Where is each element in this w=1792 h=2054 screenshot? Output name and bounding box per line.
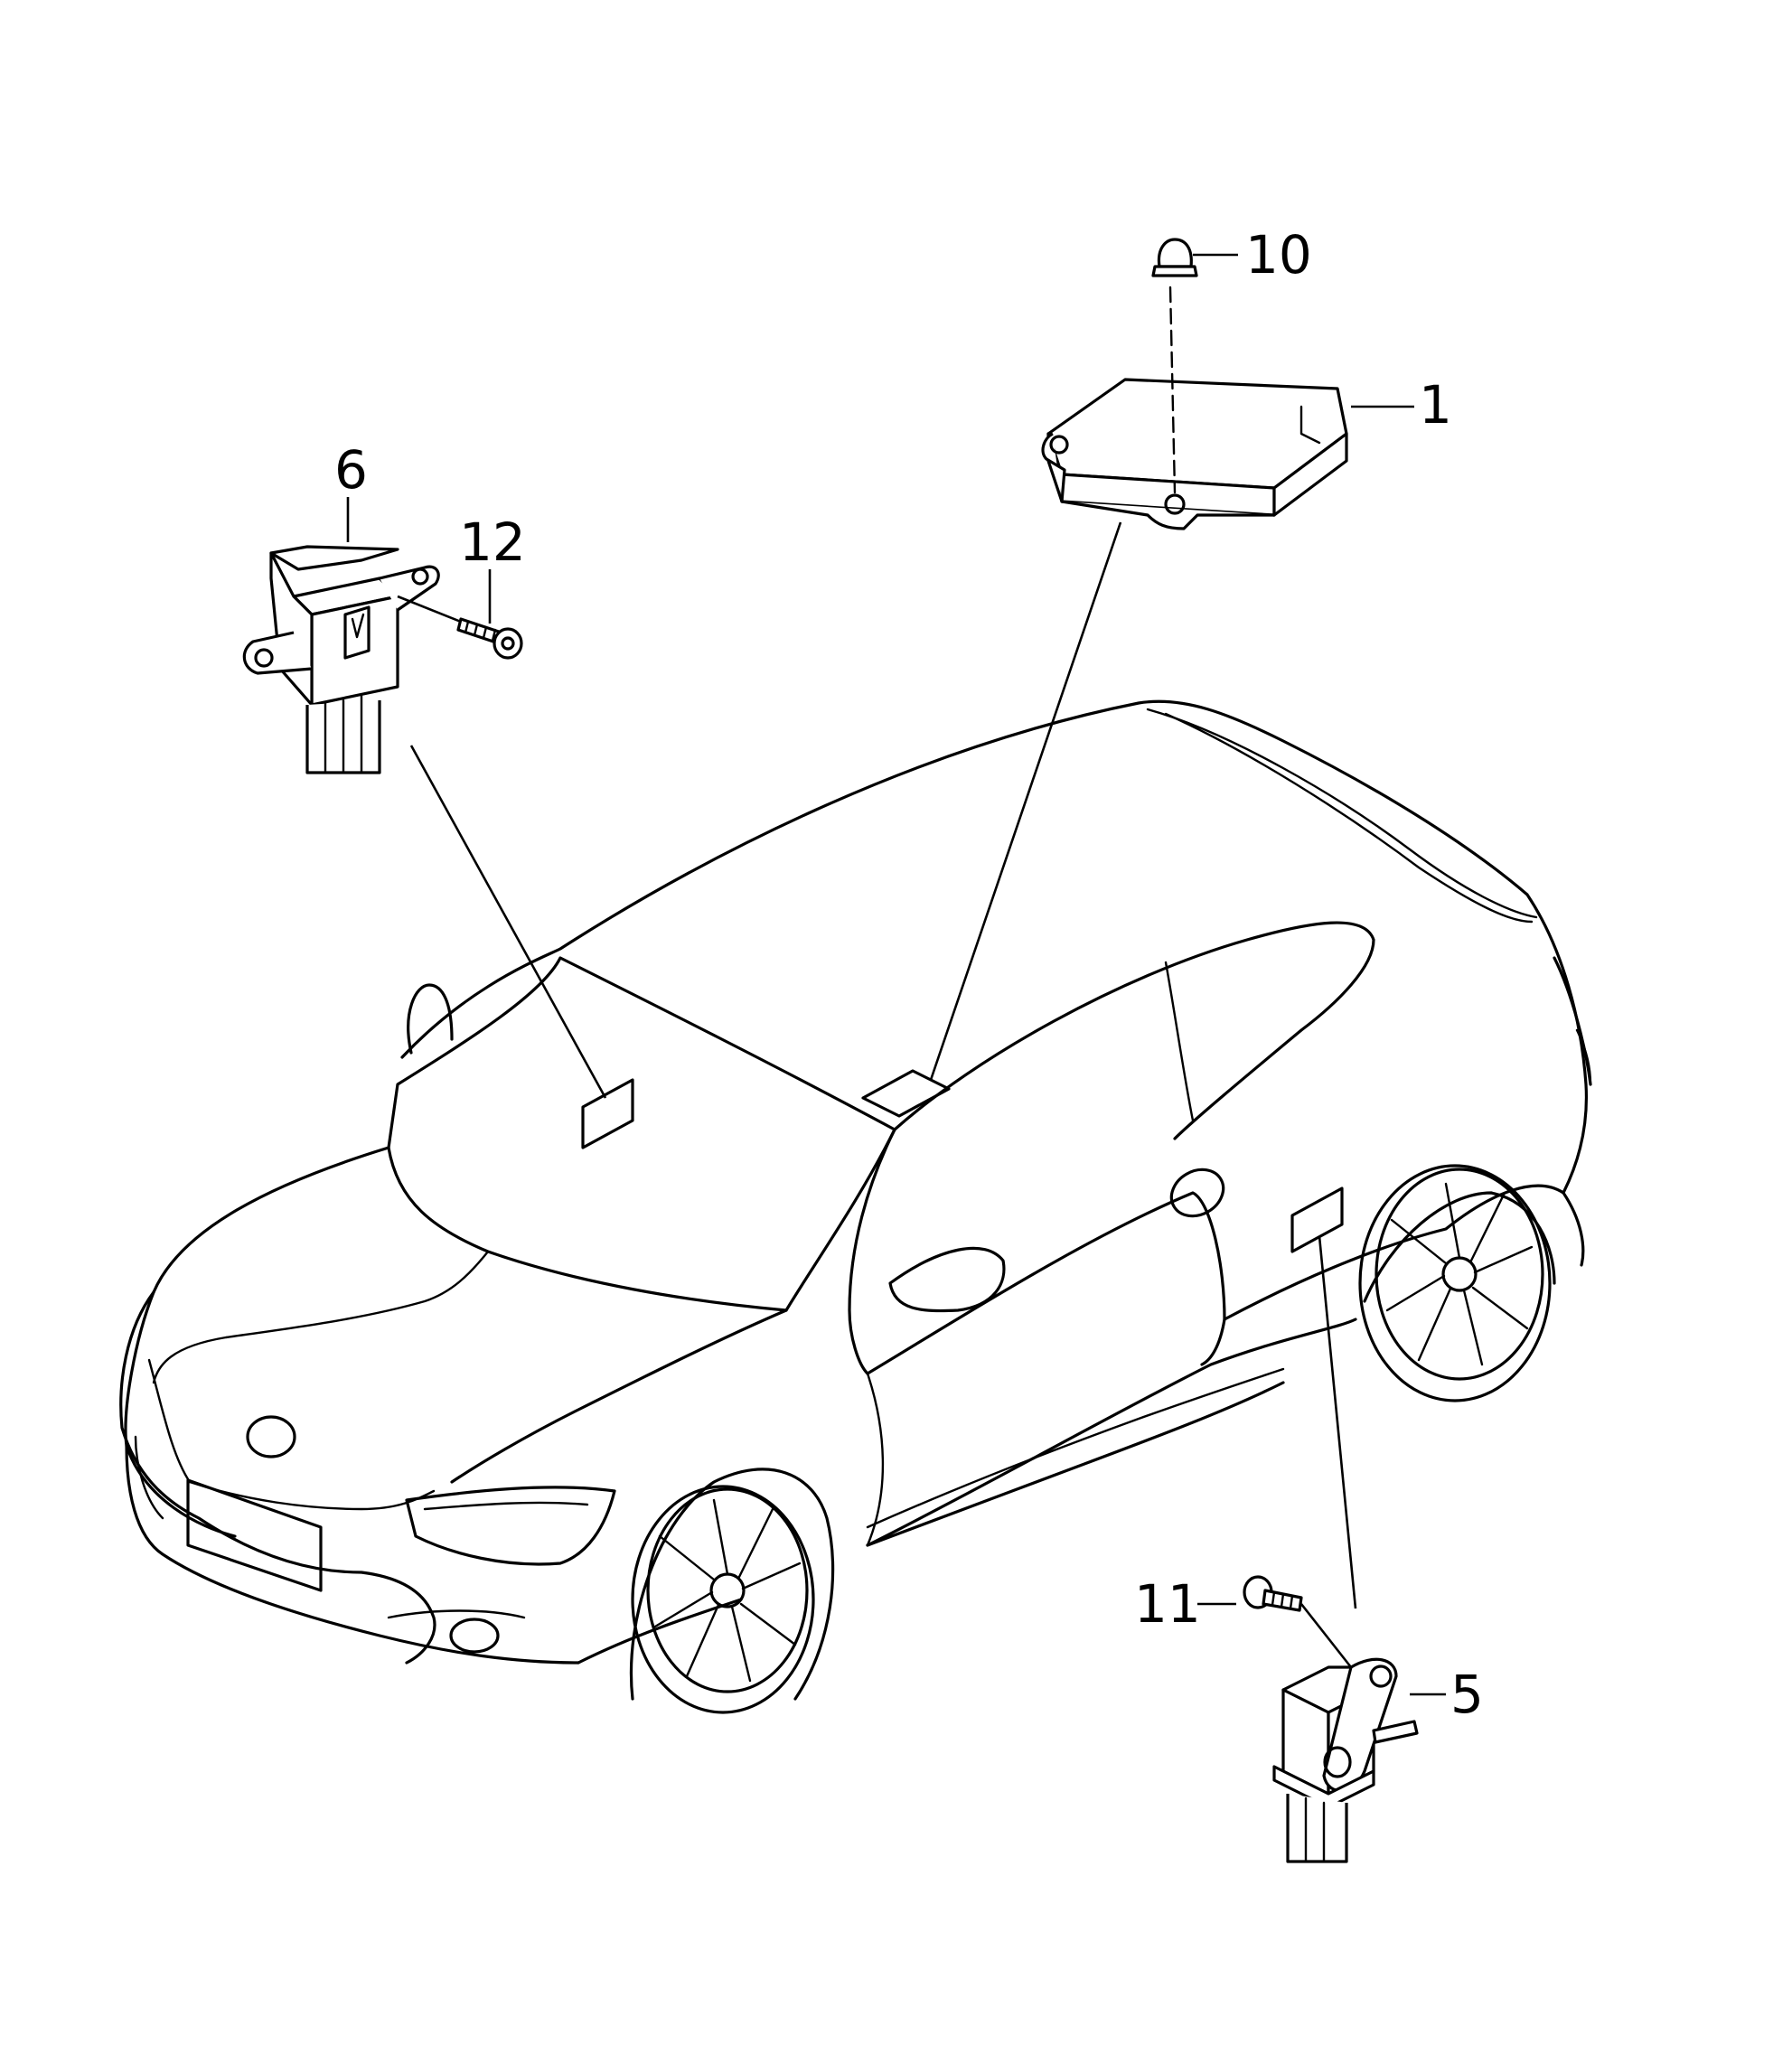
sensor-part-6 xyxy=(242,545,440,774)
callout-leaders xyxy=(346,253,1446,1696)
location-marker-left xyxy=(581,1078,634,1149)
rear-wheel xyxy=(1358,1164,1556,1402)
callout-12: 12 xyxy=(459,511,526,573)
control-module-part-1 xyxy=(1041,286,1348,530)
location-leaders xyxy=(409,521,1357,1609)
callout-10: 10 xyxy=(1245,224,1312,286)
front-wheel xyxy=(629,1468,835,1714)
nut-part-10 xyxy=(1151,238,1198,277)
car-illustration xyxy=(119,699,1592,1714)
callout-1: 1 xyxy=(1419,374,1452,436)
callout-6: 6 xyxy=(334,439,368,501)
location-marker-center xyxy=(861,1069,951,1118)
callout-5: 5 xyxy=(1450,1664,1484,1725)
bolt-part-11 xyxy=(1243,1575,1353,1668)
bolt-part-12 xyxy=(397,595,523,660)
sensor-part-5 xyxy=(1272,1657,1419,1863)
location-marker-right xyxy=(1290,1186,1344,1253)
callout-11: 11 xyxy=(1134,1573,1201,1635)
